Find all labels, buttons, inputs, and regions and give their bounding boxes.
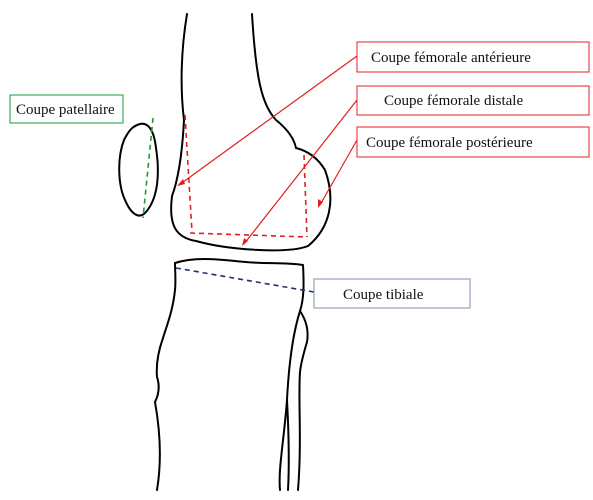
tibial-label: Coupe tibiale (343, 287, 424, 303)
femoral-distal-cut-line (190, 233, 307, 237)
femur-outline (171, 14, 330, 250)
arrow-anterior (177, 179, 185, 186)
bones (119, 14, 330, 490)
tibial-cut: Coupe tibiale (176, 268, 470, 308)
femoral-anterior-label: Coupe fémorale antérieure (371, 50, 531, 66)
leader-distal (244, 100, 357, 244)
femoral-distal-label: Coupe fémorale distale (384, 93, 523, 109)
tibial-cut-line (176, 268, 314, 292)
femoral-anterior-cut-line (185, 115, 192, 232)
leader-anterior (179, 56, 357, 185)
femoral-posterior-label: Coupe fémorale postérieure (366, 135, 533, 151)
tibia-outline (175, 259, 304, 490)
fibula-inner-line (287, 400, 289, 490)
tibia-left-shaft (155, 263, 175, 490)
femoral-label-boxes: Coupe fémorale antérieure Coupe fémorale… (357, 42, 589, 157)
fibula-outline (298, 311, 308, 490)
patellar-cut: Coupe patellaire (10, 95, 153, 218)
femoral-leader-lines (179, 56, 357, 244)
patella-label: Coupe patellaire (16, 102, 115, 118)
patella-outline (119, 124, 158, 216)
